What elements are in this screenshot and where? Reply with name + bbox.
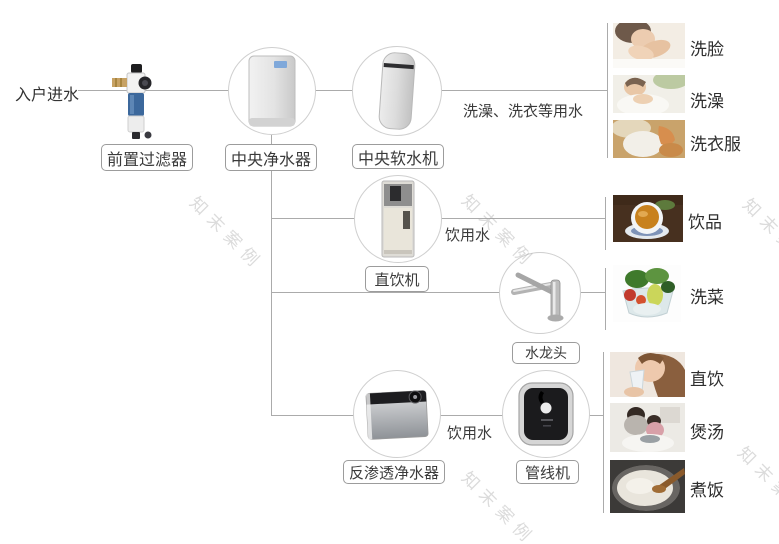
- prefilter-icon: [112, 64, 160, 153]
- photo-beverage: [613, 195, 683, 242]
- use-label: 饮品: [688, 213, 722, 232]
- central-softener-node: [352, 46, 442, 136]
- connector-line: [605, 268, 606, 330]
- pipeline-node: [502, 370, 590, 458]
- central-purifier-node: [228, 47, 316, 135]
- faucet-label: 水龙头: [512, 342, 580, 364]
- connector-line: [607, 23, 608, 158]
- central-purifier-label: 中央净水器: [225, 144, 317, 171]
- dispenser-pipe-label: 饮用水: [445, 227, 491, 244]
- faucet-node: [499, 252, 581, 334]
- dispenser-node: [354, 175, 442, 263]
- watermark-text: 知末案例: [733, 443, 779, 525]
- use-label: 煮饭: [690, 481, 724, 500]
- use-label: 洗脸: [690, 40, 724, 59]
- central-softener-label: 中央软水机: [352, 144, 444, 169]
- ro-label: 反渗透净水器: [343, 460, 445, 484]
- dispenser-label: 直饮机: [365, 266, 429, 292]
- use-label: 洗菜: [690, 288, 724, 307]
- central-purifier-icon: [248, 55, 296, 127]
- photo-direct-drink: [610, 352, 685, 397]
- bath-laundry-pipe-label: 洗澡、洗衣等用水: [463, 103, 584, 120]
- connector-line: [271, 292, 605, 293]
- connector-line: [603, 352, 604, 513]
- photo-soup: [610, 403, 685, 452]
- ro-node: [353, 370, 441, 458]
- prefilter-label: 前置过滤器: [101, 144, 193, 171]
- photo-wash-face: [613, 23, 685, 68]
- photo-bathe: [613, 75, 685, 113]
- connector-line: [605, 197, 606, 250]
- pipeline-machine-icon: [518, 382, 574, 446]
- faucet-icon: [511, 272, 564, 322]
- watermark-text: 知末案例: [185, 193, 268, 275]
- use-label: 直饮: [690, 370, 724, 389]
- photo-laundry: [613, 120, 685, 158]
- inlet-label: 入户进水: [15, 87, 80, 104]
- use-label: 洗澡: [690, 92, 724, 111]
- photo-wash-vegetables: [613, 265, 681, 322]
- ro-purifier-icon: [365, 390, 429, 440]
- pipeline-label: 管线机: [516, 460, 579, 484]
- photo-cook-rice: [610, 460, 685, 513]
- connector-line: [78, 90, 607, 91]
- central-softener-icon: [378, 52, 416, 130]
- watermark-text: 知末案例: [738, 195, 779, 277]
- use-label: 洗衣服: [690, 135, 741, 154]
- dispenser-icon: [381, 180, 415, 258]
- connector-line: [271, 135, 272, 415]
- pipeline-pipe-label: 饮用水: [447, 425, 493, 442]
- use-label: 煲汤: [690, 423, 724, 442]
